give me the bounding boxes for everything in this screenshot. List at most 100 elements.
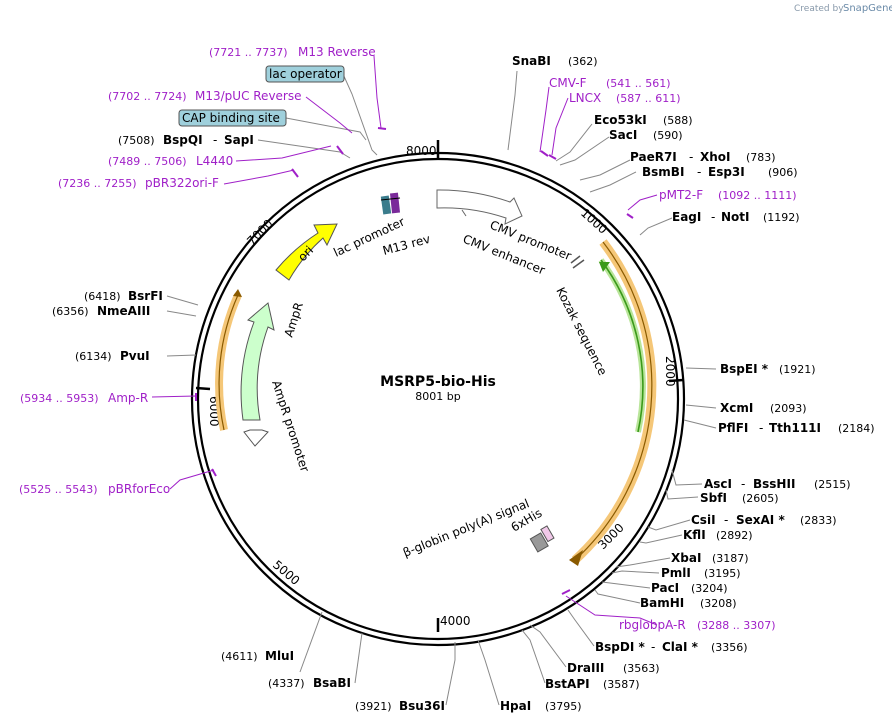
site-nmeaiii-pos: (6356) (52, 305, 89, 318)
site-paer7i: PaeR7I (630, 150, 677, 164)
rbglob-name: rbglobpA-R (619, 618, 686, 632)
tick-7000: 7000 (244, 217, 275, 248)
site-eagi-pos: (1192) (763, 211, 800, 224)
site-paer7i-sep: - (689, 150, 693, 164)
site-sapi: SapI (224, 133, 254, 147)
m13rev-name: M13 Reverse (298, 45, 376, 59)
site-bspdi-pos: (3356) (711, 641, 748, 654)
site-bspqi-pos: (7508) (118, 134, 155, 147)
cmvf-name: CMV-F (549, 76, 587, 90)
site-snabi: SnaBI (512, 54, 551, 68)
site-eco53ki: Eco53kI (594, 113, 647, 127)
cds-orange-arrowhead (569, 550, 583, 566)
site-bsmbi: BsmBI (642, 165, 684, 179)
site-pflfi-pos: (2184) (838, 422, 875, 435)
site-xbai: XbaI (671, 551, 701, 565)
site-esp3i: Esp3I (708, 165, 745, 179)
m13puc-name: M13/pUC Reverse (195, 89, 302, 103)
pbrfor-name: pBRforEco (108, 482, 170, 496)
site-bsabi-pos: (4337) (268, 677, 305, 690)
site-eagi: EagI (672, 210, 701, 224)
site-bsmbi-sep: - (697, 165, 701, 179)
ampr-promoter-arrow (243, 429, 269, 447)
site-pvui: PvuI (120, 349, 150, 363)
kozak-marker-b (572, 259, 585, 269)
site-sbfi: SbfI (700, 491, 727, 505)
cmv-promoter-arrow (436, 189, 523, 225)
site-clai: ClaI * (662, 640, 699, 654)
lac-operator-label: lac operator (269, 67, 342, 81)
site-noti: NotI (721, 210, 750, 224)
site-hpai-pos: (3795) (545, 700, 582, 713)
cmv-enhancer-marker (461, 209, 467, 217)
site-snabi-pos: (362) (568, 55, 598, 68)
site-pflfi-sep: - (759, 421, 763, 435)
l4440-range: (7489 .. 7506) (108, 155, 187, 168)
left-orange-arc (215, 293, 242, 431)
site-bsu36i: Bsu36I (399, 699, 445, 713)
left-orange-arc-line (218, 294, 239, 431)
site-mlui: MluI (265, 649, 294, 663)
lac-operator-box (265, 65, 345, 83)
site-asci-pos: (2515) (814, 478, 851, 491)
plasmid-name: MSRP5-bio-His (380, 374, 496, 390)
site-bamhi: BamHI (640, 596, 684, 610)
m13rev-range: (7721 .. 7737) (209, 46, 288, 59)
lncx-range: (587 .. 611) (616, 92, 681, 105)
site-bamhi-pos: (3208) (700, 597, 737, 610)
site-bsrfi: BsrFI (128, 289, 163, 303)
rbglob-range: (3288 .. 3307) (697, 619, 776, 632)
lac-operator-feature (380, 195, 392, 215)
pmt2f-name: pMT2-F (659, 188, 703, 202)
site-saci-pos: (590) (653, 129, 683, 142)
cds-green-arrowhead (599, 262, 610, 272)
tick-1000: 1000 (578, 206, 610, 237)
pmt2f-range: (1092 .. 1111) (718, 189, 797, 202)
m13-rev-feature (389, 192, 401, 214)
ori-arrow (275, 223, 338, 281)
pbr322-name: pBR322ori-F (145, 176, 219, 190)
polya-feature (529, 532, 549, 553)
kozak-marker-a (570, 255, 581, 264)
l4440-name: L4440 (196, 154, 233, 168)
snapgene-logo: SnapGene (843, 3, 892, 14)
site-paci-pos: (3204) (691, 582, 728, 595)
lac-promoter-feature (380, 197, 401, 201)
tick-4000: 4000 (440, 614, 471, 628)
site-nmeaiii: NmeAIII (97, 304, 150, 318)
site-pvui-pos: (6134) (75, 350, 112, 363)
site-xcmi-pos: (2093) (770, 402, 807, 415)
tick-8000: 8000 (406, 144, 437, 158)
site-tth111i: Tth111I (769, 421, 821, 435)
site-xhoi: XhoI (700, 150, 731, 164)
site-xbai-pos: (3187) (712, 552, 749, 565)
site-eagi-sep: - (711, 210, 715, 224)
tick-2000: 2000 (663, 356, 677, 387)
site-mlui-pos: (4611) (221, 650, 258, 663)
major-ticks (195, 140, 684, 632)
cds-orange-arc-line (574, 241, 653, 561)
site-asci-sep: - (741, 477, 745, 491)
site-bspdi-sep: - (651, 640, 655, 654)
pbr322-range: (7236 .. 7255) (58, 177, 137, 190)
site-pmli: PmlI (661, 566, 691, 580)
site-pflfi: PflFI (718, 421, 748, 435)
site-kfli-pos: (2892) (716, 529, 753, 542)
ampr-primer-name: Amp-R (108, 391, 148, 405)
ampr-promoter-label: AmpR promoter (269, 379, 312, 474)
his-tag-feature (540, 525, 555, 543)
site-bsu36i-pos: (3921) (355, 700, 392, 713)
site-xcmi: XcmI (720, 401, 753, 415)
site-asci: AscI (704, 477, 732, 491)
cap-site-label: CAP binding site (182, 111, 280, 125)
m13puc-range: (7702 .. 7724) (108, 90, 187, 103)
site-kfli: KflI (683, 528, 706, 542)
lncx-name: LNCX (569, 91, 601, 105)
primer-leaders (151, 55, 658, 626)
cap-site-box (178, 109, 287, 127)
site-bsrfi-pos: (6418) (84, 290, 121, 303)
site-bspei: BspEI * (720, 362, 769, 376)
site-saci: SacI (609, 128, 637, 142)
site-pmli-pos: (3195) (704, 567, 741, 580)
